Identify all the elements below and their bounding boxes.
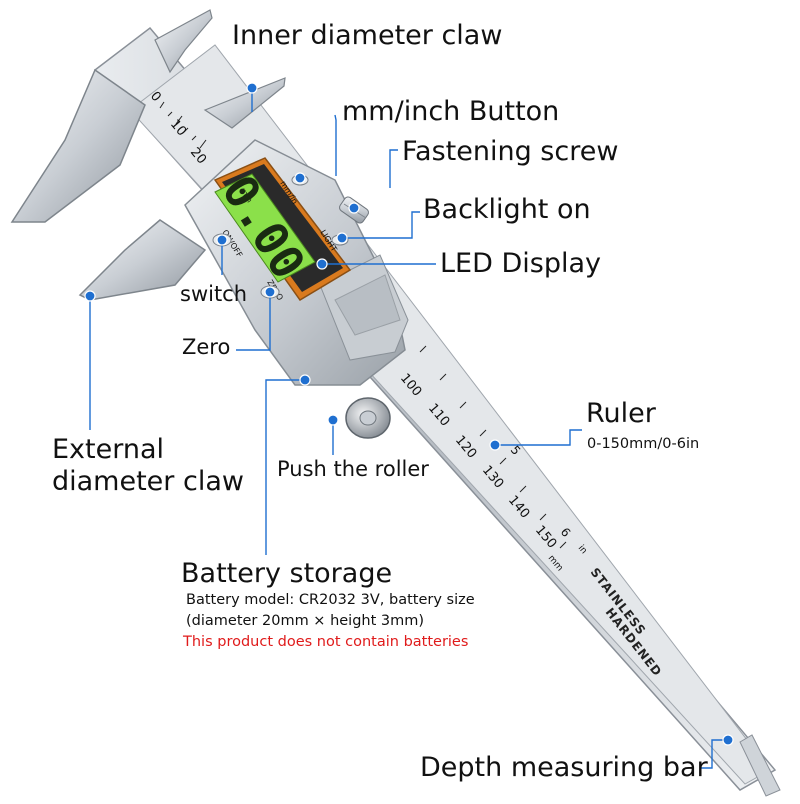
external-claw-fixed [10, 68, 146, 223]
battery-size-text: (diameter 20mm × height 3mm) [186, 613, 425, 629]
fastening-screw-label: Fastening screw [402, 136, 619, 167]
switch-label: switch [180, 282, 248, 306]
inner-claw-label: Inner diameter claw [232, 20, 503, 51]
zero-callout-label: Zero [182, 335, 231, 359]
battery-warning-text: This product does not contain batteries [183, 634, 469, 650]
external-claw-label-1: External [52, 434, 165, 465]
ruler-label: Ruler [586, 398, 656, 429]
backlight-label: Backlight on [423, 194, 591, 225]
callout-dots [84, 82, 734, 746]
lcd-screen [214, 173, 316, 283]
external-claw-label-2: diameter claw [52, 466, 244, 497]
depth-bar-label: Depth measuring bar [420, 752, 708, 783]
led-display-label: LED Display [440, 248, 601, 279]
callout-lines [89, 90, 728, 769]
inner-claw-moving [203, 77, 286, 129]
depth-bar [739, 734, 781, 797]
battery-model-text: Battery model: CR2032 3V, battery size [186, 592, 475, 608]
battery-storage-label: Battery storage [181, 558, 393, 589]
push-roller-label: Push the roller [277, 457, 429, 481]
push-roller[interactable] [345, 397, 391, 439]
mm-inch-button-label: mm/inch Button [342, 96, 560, 127]
lower-scale-ticks [419, 345, 567, 549]
upper-scale-ticks [159, 101, 207, 149]
ruler-range-label: 0-150mm/0-6in [587, 436, 700, 452]
inner-claw-fixed [154, 9, 213, 74]
